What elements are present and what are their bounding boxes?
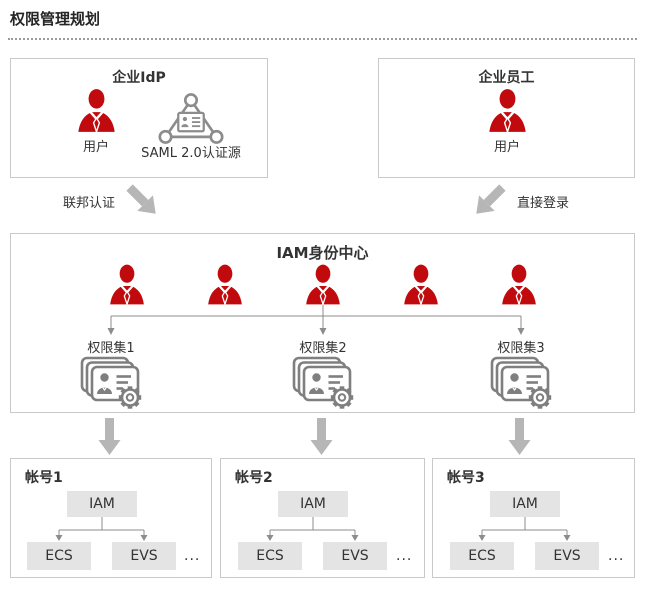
account-2-title: 帐号2 xyxy=(235,470,273,486)
account-tree-connector xyxy=(478,517,571,541)
idp-user-label: 用户 xyxy=(82,140,109,155)
account-1-title: 帐号1 xyxy=(25,470,63,486)
permission-set-1-label: 权限集1 xyxy=(87,341,135,356)
account-1-more-services: ... xyxy=(184,548,201,564)
account-2-service-ecs: ECS xyxy=(238,542,302,570)
account-3-box: 帐号3 IAM ECS EVS ... xyxy=(432,458,635,578)
enterprise-idp-box: 企业IdP 用户 SAML 2.0认证源 xyxy=(10,58,268,178)
account-2-service-evs: EVS xyxy=(323,542,387,570)
account-1-box: 帐号1 IAM ECS EVS ... xyxy=(10,458,212,578)
federation-arrow-icon xyxy=(121,179,164,222)
account-1-iam-node: IAM xyxy=(67,491,137,517)
assign-arrow-icon xyxy=(508,418,531,455)
assign-arrow-icon xyxy=(310,418,333,455)
account-3-service-ecs: ECS xyxy=(450,542,514,570)
enterprise-employee-title: 企业员工 xyxy=(478,70,535,86)
account-3-service-evs: EVS xyxy=(535,542,599,570)
enterprise-employee-box: 企业员工 用户 xyxy=(378,58,635,178)
account-1-service-evs: EVS xyxy=(112,542,176,570)
user-icon xyxy=(76,89,116,132)
assign-arrow-icon xyxy=(98,418,121,455)
permission-cards-gear-icon xyxy=(80,356,143,411)
account-2-iam-node: IAM xyxy=(278,491,348,517)
account-2-box: 帐号2 IAM ECS EVS ... xyxy=(220,458,425,578)
iam-identity-center-box: IAM身份中心 权限集1 权限集2 权限集3 xyxy=(10,233,635,413)
employee-user-label: 用户 xyxy=(493,140,520,155)
direct-login-label: 直接登录 xyxy=(517,196,570,211)
iam-identity-center-title: IAM身份中心 xyxy=(276,244,369,262)
account-tree-connector xyxy=(266,517,359,541)
employee-user-figure: 用户 xyxy=(462,89,552,155)
direct-login-arrow-icon xyxy=(468,179,511,222)
account-2-more-services: ... xyxy=(396,548,413,564)
dotted-divider xyxy=(8,38,637,40)
user-icon xyxy=(487,89,527,132)
federation-auth-label: 联邦认证 xyxy=(63,196,116,211)
enterprise-idp-title: 企业IdP xyxy=(112,70,166,86)
saml-federation-triangle-icon xyxy=(158,93,224,144)
saml-source-figure: SAML 2.0认证源 xyxy=(136,91,246,161)
account-tree-connector xyxy=(55,517,148,541)
account-3-more-services: ... xyxy=(608,548,625,564)
account-3-iam-node: IAM xyxy=(490,491,560,517)
idp-user-figure: 用户 xyxy=(51,89,141,155)
permission-cards-gear-icon xyxy=(490,356,553,411)
saml-source-label: SAML 2.0认证源 xyxy=(141,146,241,161)
account-3-title: 帐号3 xyxy=(447,470,485,486)
permission-cards-gear-icon xyxy=(292,356,355,411)
page-title: 权限管理规划 xyxy=(10,10,101,28)
permission-set-3-label: 权限集3 xyxy=(497,341,545,356)
permission-set-2-label: 权限集2 xyxy=(299,341,347,356)
account-1-service-ecs: ECS xyxy=(27,542,91,570)
permission-set-connector xyxy=(107,305,525,335)
